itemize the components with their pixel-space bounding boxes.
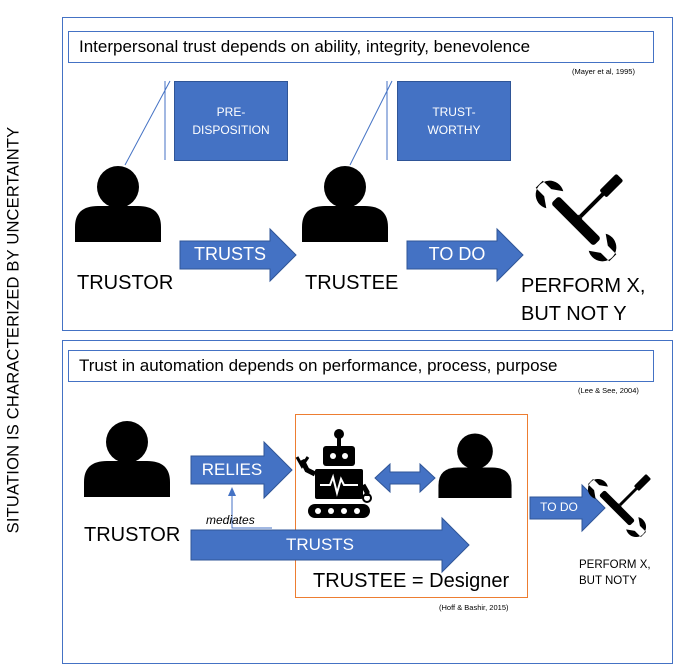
trusts-arrow-bottom — [190, 516, 470, 574]
callout-line-predisposition — [124, 80, 171, 166]
trustor-label: TRUSTOR — [77, 272, 174, 294]
double-arrow — [374, 462, 436, 494]
perform-label-bottom: PERFORM X, BUT NOTY — [579, 559, 651, 587]
top-citation: (Mayer et al, 1995) — [572, 67, 635, 76]
trustee-label: TRUSTEE — [305, 272, 399, 294]
mediates-label: mediates — [206, 513, 255, 527]
trustor-label-bottom: TRUSTOR — [84, 524, 181, 546]
bottom-citation: (Lee & See, 2004) — [578, 386, 639, 395]
trustworthy-box: TRUST- WORTHY — [397, 81, 511, 161]
predisposition-label: PRE- DISPOSITION — [192, 105, 270, 137]
perform-label: PERFORM X, BUT NOT Y — [521, 275, 646, 325]
predisposition-box: PRE- DISPOSITION — [174, 81, 288, 161]
trusts-arrow-label-bottom: TRUSTS — [286, 535, 354, 554]
trustee-person-icon — [302, 166, 388, 242]
top-title: Interpersonal trust depends on ability, … — [68, 31, 654, 63]
mediates-arrow — [231, 494, 272, 529]
trustee-designer-box — [295, 414, 528, 598]
top-panel — [62, 17, 673, 331]
trusts-arrow — [179, 227, 297, 283]
bottom-citation-2: (Hoff & Bashir, 2015) — [439, 603, 509, 612]
to-do-arrow-bottom — [529, 483, 606, 533]
trusts-arrow-label: TRUSTS — [194, 244, 266, 264]
bottom-title: Trust in automation depends on performan… — [68, 350, 654, 382]
to-do-arrow — [406, 227, 524, 283]
to-do-arrow-label: TO DO — [428, 244, 486, 264]
trustee-designer-label: TRUSTEE = Designer — [313, 570, 510, 592]
robot-icon — [295, 429, 372, 518]
to-do-arrow-label-bottom: TO DO — [540, 500, 578, 514]
relies-arrow-label: RELIES — [201, 460, 263, 479]
callout-line-trustworthy — [349, 80, 393, 166]
trustworthy-label: TRUST- WORTHY — [427, 105, 481, 137]
designer-person-icon — [438, 433, 512, 499]
tools-icon — [529, 173, 624, 268]
trustor-person-icon — [75, 166, 161, 242]
trustor-person-icon-bottom — [84, 421, 170, 497]
relies-arrow — [190, 440, 293, 500]
